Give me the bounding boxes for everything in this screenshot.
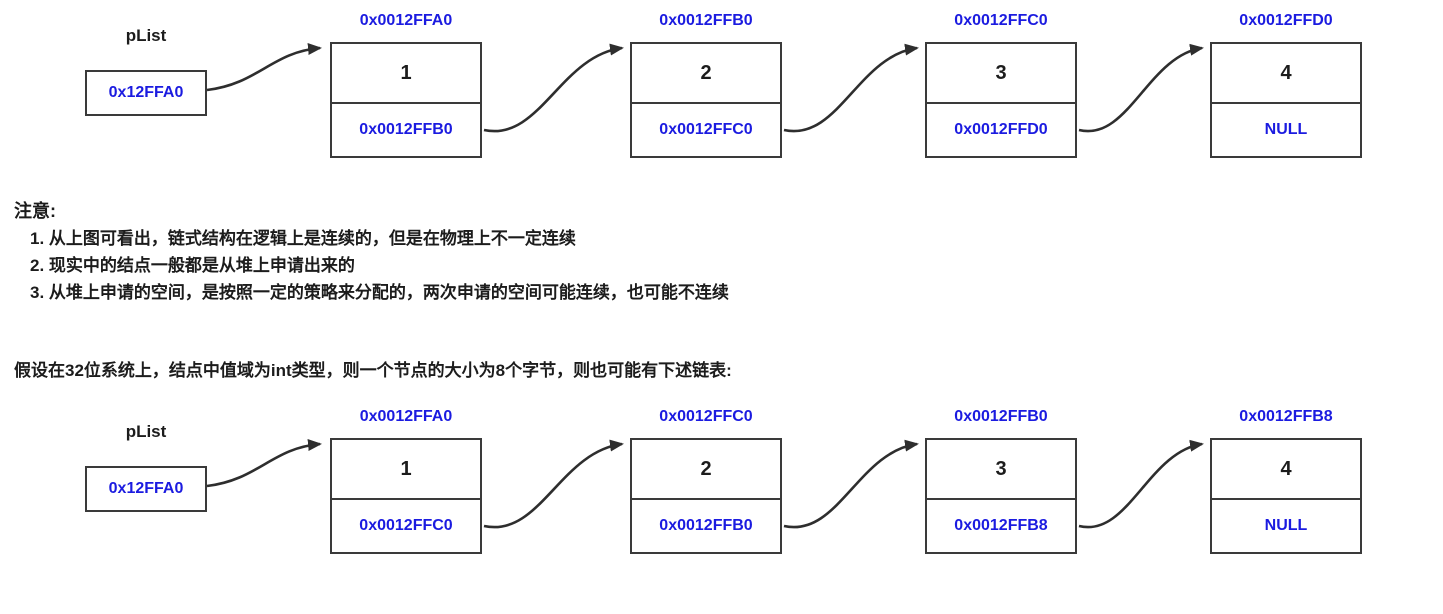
node-data-field: 3 [927, 44, 1075, 104]
node-address-label: 0x0012FFB8 [1239, 408, 1333, 425]
notes-block: 注意: 1. 从上图可看出，链式结构在逻辑上是连续的，但是在物理上不一定连续 2… [14, 198, 729, 306]
list-node: 2 0x0012FFB0 [630, 438, 782, 554]
node-address-label: 0x0012FFC0 [659, 408, 753, 425]
arrow-node2-to-node3 [783, 439, 919, 529]
list-node: 2 0x0012FFC0 [630, 42, 782, 158]
plist-label: pList [125, 26, 167, 45]
node-address-label: 0x0012FFD0 [1239, 12, 1333, 29]
node-next-field: 0x0012FFC0 [359, 517, 453, 534]
arrow-plist-to-node1 [206, 439, 322, 488]
linked-list-diagram-top: pList 0x12FFA0 0x0012FFA0 1 0x0012FFB0 0… [0, 8, 1443, 178]
note-item: 1. 从上图可看出，链式结构在逻辑上是连续的，但是在物理上不一定连续 [30, 229, 576, 248]
node-address-label: 0x0012FFA0 [359, 12, 453, 29]
section2-heading: 假设在32位系统上，结点中值域为int类型，则一个节点的大小为8个字节，则也可能… [14, 361, 732, 380]
node-next-field: NULL [1264, 121, 1308, 138]
plist-value-box: 0x12FFA0 [85, 70, 207, 116]
list-node: 4 NULL [1210, 438, 1362, 554]
node-data-field: 4 [1212, 44, 1360, 104]
node-next-field: NULL [1264, 517, 1308, 534]
node-next-field: 0x0012FFD0 [954, 121, 1048, 138]
node-data-field: 3 [927, 440, 1075, 500]
node-data-field: 2 [632, 44, 780, 104]
node-address-label: 0x0012FFB0 [954, 408, 1048, 425]
node-address-label: 0x0012FFB0 [659, 12, 753, 29]
node-address-label: 0x0012FFC0 [954, 12, 1048, 29]
list-node: 1 0x0012FFB0 [330, 42, 482, 158]
arrow-node3-to-node4 [1078, 439, 1204, 529]
arrow-node3-to-node4 [1078, 43, 1204, 133]
list-node: 1 0x0012FFC0 [330, 438, 482, 554]
node-data-field: 4 [1212, 440, 1360, 500]
node-next-field: 0x0012FFB0 [659, 517, 753, 534]
linked-list-diagram-bottom: pList 0x12FFA0 0x0012FFA0 1 0x0012FFC0 0… [0, 404, 1443, 574]
arrow-node1-to-node2 [483, 439, 624, 529]
arrow-plist-to-node1 [206, 43, 322, 92]
node-address-label: 0x0012FFA0 [359, 408, 453, 425]
note-item: 3. 从堆上申请的空间，是按照一定的策略来分配的，两次申请的空间可能连续，也可能… [30, 283, 729, 302]
plist-label: pList [125, 422, 167, 441]
node-next-field: 0x0012FFB0 [359, 121, 453, 138]
node-next-field: 0x0012FFC0 [659, 121, 753, 138]
notes-title: 注意: [14, 201, 56, 221]
arrow-node2-to-node3 [783, 43, 919, 133]
node-data-field: 1 [332, 440, 480, 500]
node-next-field: 0x0012FFB8 [954, 517, 1048, 534]
node-data-field: 2 [632, 440, 780, 500]
note-item: 2. 现实中的结点一般都是从堆上申请出来的 [30, 256, 355, 275]
list-node: 4 NULL [1210, 42, 1362, 158]
arrow-node1-to-node2 [483, 43, 624, 133]
plist-value-box: 0x12FFA0 [85, 466, 207, 512]
list-node: 3 0x0012FFD0 [925, 42, 1077, 158]
node-data-field: 1 [332, 44, 480, 104]
list-node: 3 0x0012FFB8 [925, 438, 1077, 554]
